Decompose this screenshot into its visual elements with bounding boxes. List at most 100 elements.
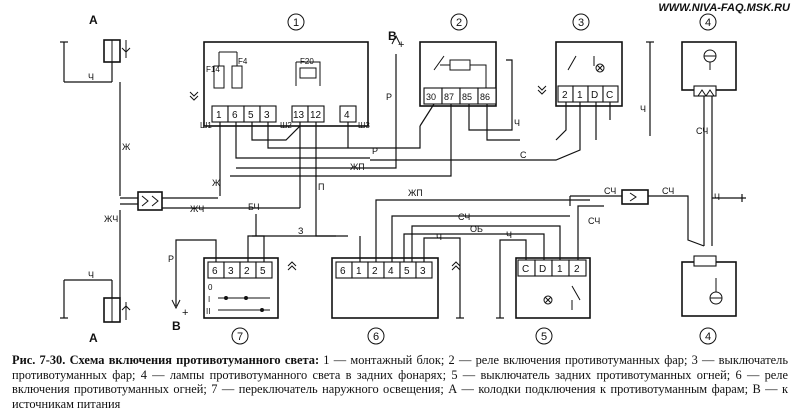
block6-pin-2: 2 <box>372 266 378 277</box>
component-number-4-top: 4 <box>699 13 717 31</box>
wiring-diagram: 1 2 3 4 4 5 6 7 А А В + В + <box>60 13 746 345</box>
block6-pin-6: 6 <box>340 266 346 277</box>
block2-pin-86: 86 <box>480 92 490 102</box>
wire-label-ch-5: Ч <box>506 230 512 240</box>
wire-label-s: С <box>520 150 527 160</box>
wire-label-ch-relay: Ч <box>514 118 520 128</box>
wire-label-sch-6: СЧ <box>458 212 470 222</box>
wire-label-sch-8: СЧ <box>662 186 674 196</box>
block3-pin-2: 2 <box>562 90 568 101</box>
block7-position-ii: II <box>206 307 210 316</box>
block-7-light-switch <box>203 257 297 319</box>
site-watermark: WWW.NIVA-FAQ.MSK.RU <box>658 2 790 14</box>
block-2-relay <box>419 41 497 107</box>
block1-pin-12: 12 <box>310 110 322 121</box>
block5-pin-c: C <box>522 264 529 275</box>
wire-label-ch-4: Ч <box>714 192 720 202</box>
connector-a-top <box>60 39 131 83</box>
svg-text:5: 5 <box>541 331 547 343</box>
block-6-fog-relay <box>331 257 461 319</box>
component-number-2: 2 <box>450 13 468 31</box>
svg-text:2: 2 <box>456 17 462 29</box>
block3-pin-c: C <box>606 90 613 101</box>
block2-pin-87: 87 <box>444 92 454 102</box>
wire-label-zhp-6: ЖП <box>408 188 423 198</box>
wire-label-r-mid: Р <box>372 146 378 156</box>
block5-pin-1: 1 <box>557 264 563 275</box>
wire-label-zh-center: Ж <box>212 178 221 188</box>
letter-a-top: А <box>89 13 98 27</box>
component-number-5: 5 <box>535 327 553 345</box>
component-number-6: 6 <box>367 327 385 345</box>
socket-sh3: Ш3 <box>358 121 370 130</box>
block5-pin-d: D <box>539 264 546 275</box>
wire-label-p: П <box>318 182 324 192</box>
block6-pin-5: 5 <box>404 266 410 277</box>
caption-title: Рис. 7-30. Схема включения противотуманн… <box>12 353 320 367</box>
block6-pin-3: 3 <box>420 266 426 277</box>
plus-top: + <box>398 39 404 51</box>
svg-text:3: 3 <box>578 17 584 29</box>
component-number-1: 1 <box>287 13 305 31</box>
wire-label-r-7: Р <box>168 254 174 264</box>
fuse-f4: F4 <box>238 57 248 66</box>
figure-caption: Рис. 7-30. Схема включения противотуманн… <box>12 353 788 411</box>
socket-sh1: Ш1 <box>200 121 212 130</box>
connector-a-bottom <box>60 279 131 323</box>
block1-pin-3: 3 <box>264 110 270 121</box>
lamp-4-bottom <box>681 255 737 317</box>
component-number-4-bottom: 4 <box>699 327 717 345</box>
letter-b-top: В <box>388 29 397 43</box>
rear-splice-connector <box>569 189 705 247</box>
block5-pin-2: 2 <box>574 264 580 275</box>
splice-connector <box>120 191 300 211</box>
block1-pin-6: 6 <box>232 110 238 121</box>
letter-a-bottom: А <box>89 331 98 345</box>
block3-pin-1: 1 <box>577 90 583 101</box>
letter-b-bottom: В <box>172 319 181 333</box>
block-1-mounting-block <box>189 41 369 127</box>
lamp-4-top <box>681 41 737 246</box>
wire-label-r-top: Р <box>386 92 392 102</box>
wire-label-sch-4: СЧ <box>696 126 708 136</box>
wire-label-ch-6: Ч <box>436 232 442 242</box>
svg-text:7: 7 <box>237 331 243 343</box>
block7-pin-3: 3 <box>228 266 234 277</box>
block-5-rear-fog-switch <box>515 257 591 319</box>
wire-label-ch-3: Ч <box>640 104 646 114</box>
wire-label-sch-5: СЧ <box>588 216 600 226</box>
wire-label-zhp-mid: ЖП <box>350 162 365 172</box>
block7-pin-5: 5 <box>260 266 266 277</box>
wire-label-ch-a-top: Ч <box>88 72 94 82</box>
wire-label-zhch-splice: ЖЧ <box>190 204 204 214</box>
wire-label-zhch-left: ЖЧ <box>104 214 118 224</box>
wire-label-z: З <box>298 226 303 236</box>
block6-pin-4: 4 <box>388 266 394 277</box>
wire-label-ch-a-bottom: Ч <box>88 270 94 280</box>
wire-label-bch: БЧ <box>248 202 260 212</box>
block2-pin-30: 30 <box>426 92 436 102</box>
svg-text:1: 1 <box>293 17 299 29</box>
fuse-f14: F14 <box>206 65 220 74</box>
wire-label-ob: ОБ <box>470 224 483 234</box>
block6-pin-1: 1 <box>356 266 362 277</box>
block7-pin-2: 2 <box>244 266 250 277</box>
fuse-f20: F20 <box>300 57 314 66</box>
svg-text:4: 4 <box>705 17 711 29</box>
block1-pin-13: 13 <box>293 110 305 121</box>
caption-text: 1 — монтажный блок; 2 — реле включения п… <box>12 353 788 411</box>
svg-text:6: 6 <box>373 331 379 343</box>
block1-pin-4: 4 <box>344 110 350 121</box>
plus-bottom: + <box>182 307 188 319</box>
block3-pin-d: D <box>591 90 598 101</box>
block-3-fog-switch <box>537 41 623 107</box>
socket-sh2: Ш2 <box>280 121 292 130</box>
block1-pin-1: 1 <box>216 110 222 121</box>
block7-position-i: I <box>208 295 210 304</box>
block7-pin-6: 6 <box>212 266 218 277</box>
component-number-7: 7 <box>231 327 249 345</box>
svg-text:4: 4 <box>705 331 711 343</box>
block7-position-0: 0 <box>208 283 213 292</box>
block2-pin-85: 85 <box>462 92 472 102</box>
wire-label-zh-left: Ж <box>122 142 131 152</box>
